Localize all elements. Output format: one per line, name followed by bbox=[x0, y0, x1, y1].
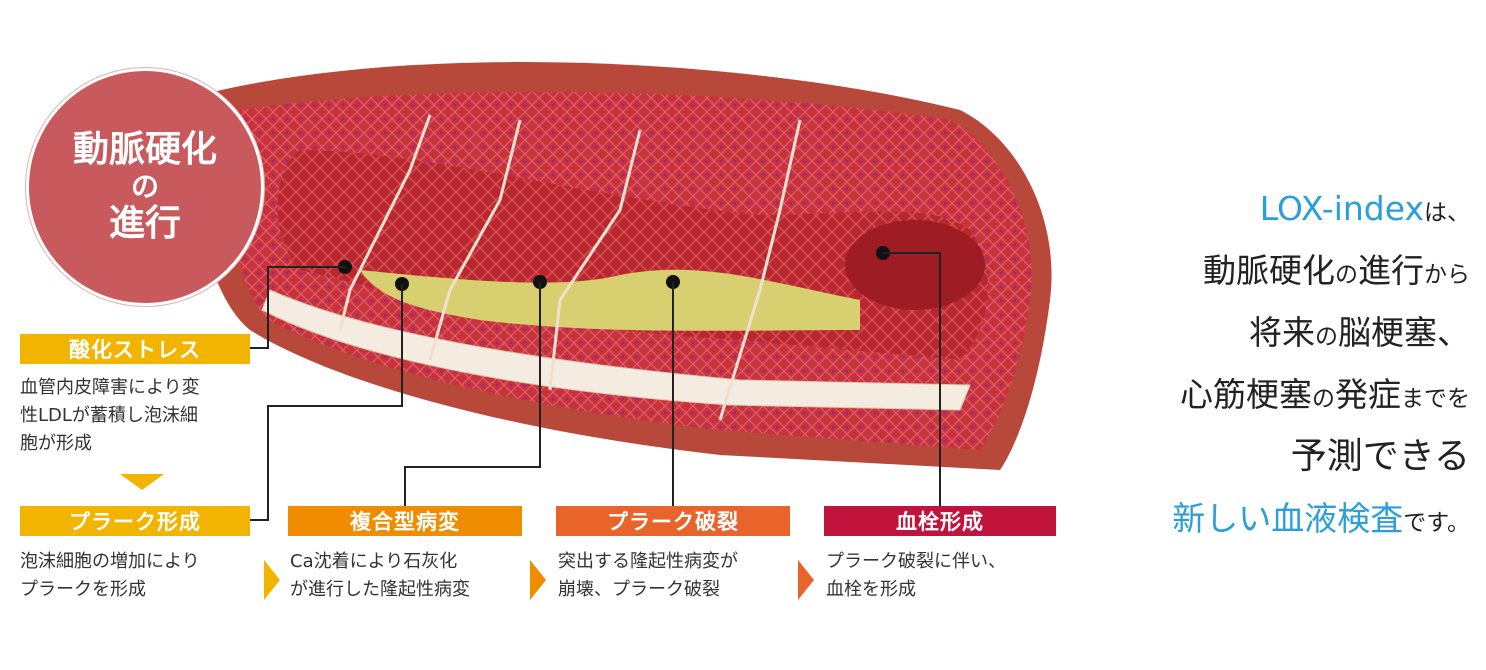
desc-line: が進行した隆起性病変 bbox=[290, 579, 470, 600]
stage-label-plaque-rupture: プラーク破裂 bbox=[556, 506, 790, 536]
right-line-3: 将来の脳梗塞、 bbox=[1060, 302, 1470, 364]
stage-label-plaque-formation: プラーク形成 bbox=[20, 506, 250, 536]
desc-line: Ca沈着により石灰化 bbox=[290, 551, 458, 572]
desc-line: 突出する隆起性病変が bbox=[558, 551, 738, 572]
right-line-1: LOX-indexは、 bbox=[1060, 178, 1470, 240]
stage-desc-oxidative-stress: 血管内皮障害により変 性LDLが蓄積し泡沫細 胞が形成 bbox=[20, 374, 270, 458]
desc-line: 血栓を形成 bbox=[826, 579, 916, 600]
desc-line: 血管内皮障害により変 bbox=[20, 377, 200, 398]
text-fragment: は、 bbox=[1424, 200, 1470, 226]
intima-band bbox=[261, 289, 971, 411]
desc-line: 性LDLが蓄積し泡沫細 bbox=[20, 405, 198, 426]
arrow-right-icon bbox=[530, 560, 546, 600]
right-line-5: 予測できる bbox=[1290, 436, 1470, 477]
new-blood-test-highlight: 新しい血液検査 bbox=[1172, 499, 1404, 538]
text-fragment: の bbox=[1312, 386, 1335, 412]
text-fragment: 心筋梗塞 bbox=[1180, 375, 1312, 414]
progression-title-circle: 動脈硬化 の 進行 bbox=[26, 68, 264, 306]
lox-index-name: LOX-index bbox=[1259, 189, 1424, 228]
stage-desc-thrombus-formation: プラーク破裂に伴い、 血栓を形成 bbox=[826, 548, 1066, 604]
thrombus bbox=[845, 220, 985, 310]
text-fragment: 発症 bbox=[1335, 375, 1401, 414]
desc-line: プラーク破裂に伴い、 bbox=[826, 551, 1006, 572]
text-fragment: です。 bbox=[1403, 510, 1470, 536]
desc-line: 泡沫細胞の増加により bbox=[20, 551, 200, 572]
circle-title-line2: の bbox=[130, 170, 159, 203]
right-line-2: 動脈硬化の進行から bbox=[1060, 240, 1470, 302]
stage-desc-complex-lesion: Ca沈着により石灰化 が進行した隆起性病変 bbox=[290, 548, 530, 604]
right-line-4: 心筋梗塞の発症までを bbox=[1060, 364, 1470, 426]
circle-title-line1: 動脈硬化 bbox=[72, 129, 217, 170]
stage-label-oxidative-stress: 酸化ストレス bbox=[20, 334, 250, 364]
text-fragment: までを bbox=[1401, 386, 1470, 412]
lox-index-description: LOX-indexは、 動脈硬化の進行から 将来の脳梗塞、 心筋梗塞の発症までを… bbox=[1060, 178, 1470, 550]
stage-label-thrombus-formation: 血栓形成 bbox=[824, 506, 1056, 536]
stage-desc-plaque-formation: 泡沫細胞の増加により プラークを形成 bbox=[20, 548, 270, 604]
desc-line: 崩壊、プラーク破裂 bbox=[558, 579, 720, 600]
text-fragment: 脳梗塞、 bbox=[1338, 313, 1470, 352]
text-fragment: 将来 bbox=[1249, 313, 1315, 352]
right-line-6: 新しい血液検査です。 bbox=[1060, 488, 1470, 550]
arrow-right-icon bbox=[798, 560, 814, 600]
text-fragment: 進行 bbox=[1358, 251, 1424, 290]
desc-line: プラークを形成 bbox=[20, 579, 146, 600]
desc-line: 胞が形成 bbox=[20, 433, 92, 454]
text-fragment: から bbox=[1424, 262, 1470, 288]
stage-label-complex-lesion: 複合型病変 bbox=[288, 506, 522, 536]
circle-title-line3: 進行 bbox=[108, 203, 181, 244]
plaque-deposit bbox=[360, 269, 860, 331]
text-fragment: の bbox=[1315, 324, 1338, 350]
text-fragment: の bbox=[1335, 262, 1358, 288]
stage-desc-plaque-rupture: 突出する隆起性病変が 崩壊、プラーク破裂 bbox=[558, 548, 798, 604]
arrow-down-icon bbox=[120, 474, 164, 490]
text-fragment: 動脈硬化 bbox=[1203, 251, 1335, 290]
arrow-right-icon bbox=[264, 560, 280, 600]
